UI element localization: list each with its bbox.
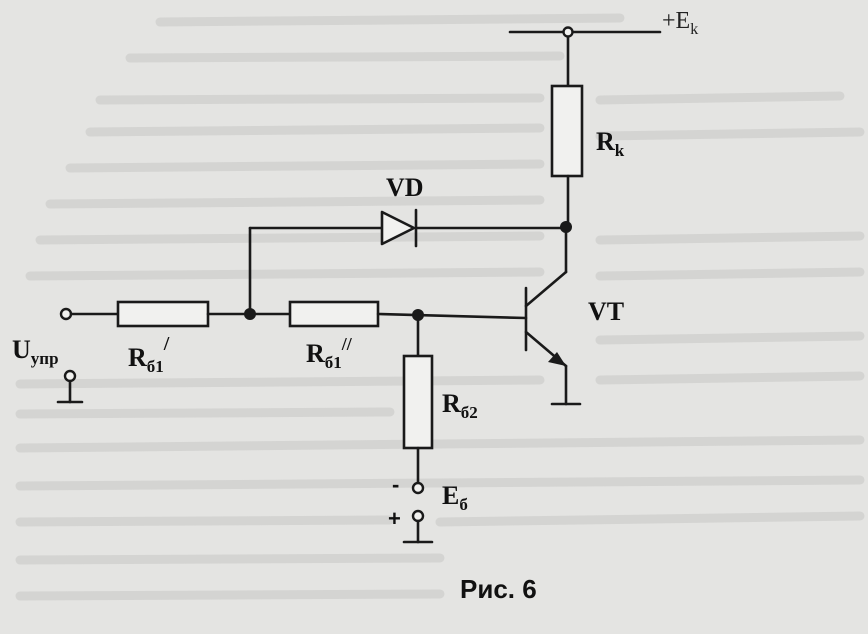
base-resistor-1a — [116, 300, 210, 328]
input-chain: Uупр Rб1/ Rб1// — [12, 300, 528, 404]
base-resistor-2-label: Rб2 — [442, 389, 478, 422]
bias-source-label: Eб — [442, 481, 468, 514]
bleed-through-text — [15, 13, 865, 601]
base-resistor-1b-label: Rб1// — [306, 334, 353, 372]
collector-resistor-label: Rk — [596, 127, 625, 160]
base-resistor-2 — [402, 354, 434, 450]
transistor-label: VT — [588, 297, 624, 326]
bias-network: Rб2 - + Eб — [388, 313, 478, 544]
transistor-vt: VT — [524, 270, 624, 406]
base-resistor-1b — [288, 300, 380, 328]
input-label: Uупр — [12, 335, 59, 368]
input-ground-terminal — [63, 369, 77, 383]
base-resistor-1a-label: Rб1/ — [128, 333, 170, 376]
bias-plus-terminal — [411, 509, 425, 523]
bias-minus-terminal — [411, 481, 425, 495]
emitter-arrow — [548, 352, 566, 366]
supply-rail: +Ek — [508, 8, 698, 88]
supply-label: +Ek — [662, 8, 698, 38]
bias-minus-sign: - — [392, 472, 399, 497]
input-terminal — [59, 307, 73, 321]
collector-resistor: Rk — [550, 84, 625, 228]
supply-terminal — [562, 26, 574, 38]
diode-triangle — [380, 210, 416, 246]
diode-label: VD — [386, 173, 424, 202]
figure-caption: Рис. 6 — [460, 574, 537, 604]
bias-plus-sign: + — [388, 506, 401, 531]
node-diode-anode — [244, 308, 256, 320]
